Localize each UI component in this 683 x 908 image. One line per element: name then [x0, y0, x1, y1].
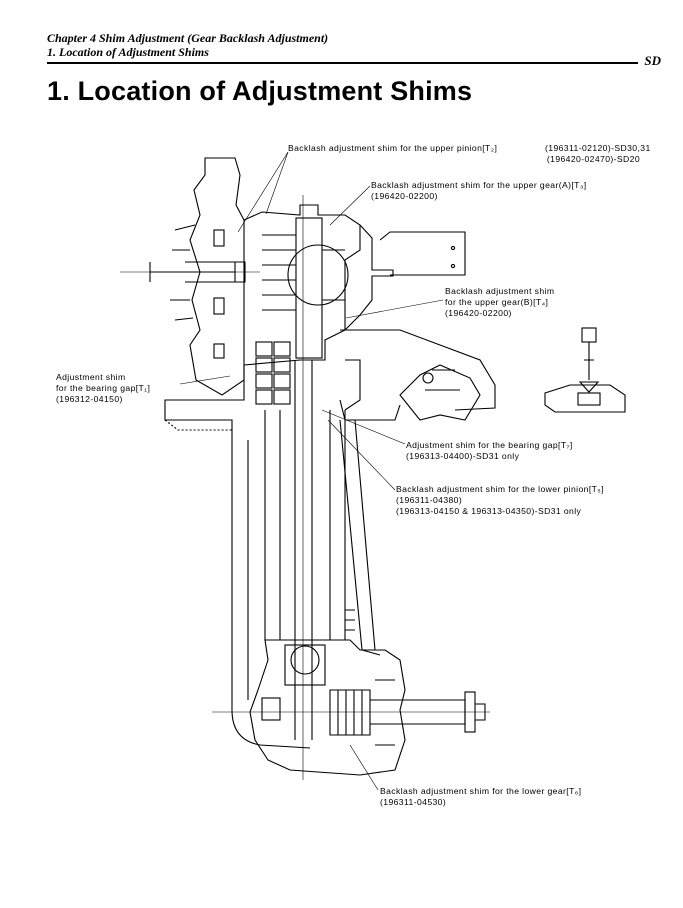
- label-upper-gear-a-shim: Backlash adjustment shim for the upper g…: [371, 180, 587, 201]
- header-rule: [47, 62, 638, 64]
- label-lower-gear-shim: Backlash adjustment shim for the lower g…: [380, 786, 582, 807]
- grid-block: [255, 341, 291, 405]
- label-upper-pinion-shim: Backlash adjustment shim for the upper p…: [288, 143, 498, 153]
- model-code: SD: [644, 53, 661, 68]
- label-bearing-gap-shim-t1: Adjustment shim for the bearing gap[T₁] …: [56, 372, 151, 404]
- leader-lines: [179, 151, 444, 791]
- chapter-heading: Chapter 4 Shim Adjustment (Gear Backlash…: [47, 31, 329, 45]
- pin-detail-drawing: [544, 327, 626, 413]
- page-title: 1. Location of Adjustment Shims: [47, 76, 473, 106]
- label-lower-pinion-shim: Backlash adjustment shim for the lower p…: [396, 484, 604, 516]
- label-bearing-gap-shim-t7: Adjustment shim for the bearing gap[T₇] …: [406, 440, 573, 461]
- label-upper-pinion-shim-parts: (196311-02120)-SD30,31 (196420-02470)-SD…: [545, 143, 651, 164]
- upper-gear-case: [243, 204, 466, 366]
- middle-housing: [164, 329, 496, 440]
- label-upper-gear-b-shim: Backlash adjustment shim for the upper g…: [445, 286, 555, 318]
- section-heading: 1. Location of Adjustment Shims: [47, 45, 209, 59]
- upper-housing: [149, 157, 246, 396]
- lower-gear-case: [249, 639, 486, 776]
